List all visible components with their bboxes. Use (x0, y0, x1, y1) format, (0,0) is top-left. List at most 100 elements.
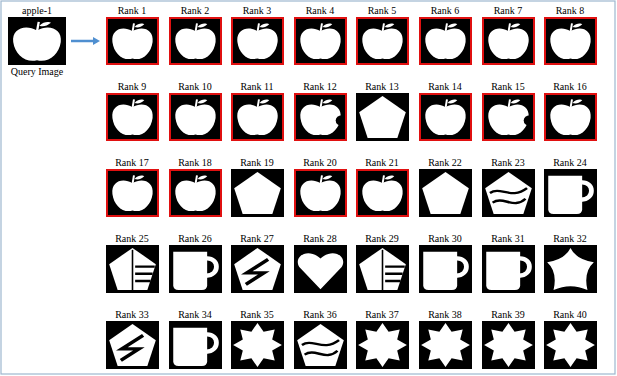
image-label: Rank 10 (178, 80, 212, 93)
thumbnail (419, 245, 472, 293)
image-label: Rank 12 (303, 80, 337, 93)
image-label: Rank 1 (118, 4, 147, 17)
ranked-result: Rank 29 (353, 232, 411, 293)
thumbnail (231, 93, 284, 141)
image-label: Rank 6 (431, 4, 460, 17)
shape-image (482, 245, 535, 293)
ranked-result: Rank 24 (541, 156, 599, 217)
shape-image (421, 19, 470, 63)
image-label: Rank 40 (553, 308, 587, 321)
shape-image (233, 19, 282, 63)
image-label: Rank 24 (553, 156, 587, 169)
thumbnail (294, 169, 347, 217)
shape-image (296, 19, 345, 63)
shape-image (108, 95, 157, 139)
ranked-result: Rank 19 (228, 156, 286, 217)
thumbnail (356, 169, 409, 217)
thumbnail (356, 245, 409, 293)
shape-image (108, 19, 157, 63)
image-label: Rank 37 (365, 308, 399, 321)
thumbnail (106, 93, 159, 141)
image-label: Rank 20 (303, 156, 337, 169)
thumbnail (544, 169, 597, 217)
arrow-connector (71, 37, 100, 45)
ranked-result: Rank 3 (228, 4, 286, 65)
thumbnail (356, 321, 409, 369)
shape-image (231, 245, 284, 293)
image-label: Rank 19 (240, 156, 274, 169)
shape-image (544, 245, 597, 293)
image-label: apple-1 (22, 4, 52, 17)
image-label: Rank 15 (491, 80, 525, 93)
ranked-result: Rank 5 (353, 4, 411, 65)
shape-image (484, 95, 533, 139)
ranked-result: Rank 21 (353, 156, 411, 217)
thumbnail (419, 169, 472, 217)
image-label: Rank 13 (365, 80, 399, 93)
ranked-result: Rank 8 (541, 4, 599, 65)
ranked-result: Rank 36 (291, 308, 349, 369)
thumbnail (169, 321, 222, 369)
ranked-result: Rank 18 (166, 156, 224, 217)
shape-image (356, 321, 409, 369)
shape-image (419, 245, 472, 293)
thumbnail (106, 321, 159, 369)
ranked-result: Rank 6 (416, 4, 474, 65)
ranked-result: Rank 37 (353, 308, 411, 369)
ranked-result: Rank 4 (291, 4, 349, 65)
ranked-result: Rank 15 (479, 80, 537, 141)
ranked-result: Rank 16 (541, 80, 599, 141)
shape-image (8, 17, 66, 65)
ranked-result: Rank 9 (103, 80, 161, 141)
ranked-result: Rank 30 (416, 232, 474, 293)
thumbnail (231, 17, 284, 65)
image-label: Rank 39 (491, 308, 525, 321)
ranked-result: Rank 39 (479, 308, 537, 369)
shape-image (419, 321, 472, 369)
image-label: Rank 9 (118, 80, 147, 93)
ranked-result: Rank 10 (166, 80, 224, 141)
thumbnail (169, 93, 222, 141)
shape-image (358, 19, 407, 63)
shape-image (231, 169, 284, 217)
shape-image (546, 19, 595, 63)
image-label: Rank 8 (556, 4, 585, 17)
image-label: Rank 26 (178, 232, 212, 245)
thumbnail (356, 17, 409, 65)
thumbnail (231, 245, 284, 293)
thumbnail (106, 169, 159, 217)
image-label: Rank 2 (181, 4, 210, 17)
ranked-result: Rank 27 (228, 232, 286, 293)
ranked-result: Rank 34 (166, 308, 224, 369)
image-label: Rank 32 (553, 232, 587, 245)
shape-image (358, 171, 407, 215)
image-label: Rank 27 (240, 232, 274, 245)
shape-image (171, 95, 220, 139)
thumbnail (544, 17, 597, 65)
image-label: Rank 7 (494, 4, 523, 17)
image-label: Rank 36 (303, 308, 337, 321)
thumbnail (419, 321, 472, 369)
ranked-result: Rank 20 (291, 156, 349, 217)
thumbnail (169, 17, 222, 65)
image-label: Rank 33 (115, 308, 149, 321)
image-label: Rank 11 (240, 80, 273, 93)
thumbnail (294, 17, 347, 65)
shape-image (231, 321, 284, 369)
image-label: Rank 25 (115, 232, 149, 245)
shape-image (544, 169, 597, 217)
ranked-result: Rank 32 (541, 232, 599, 293)
shape-image (482, 169, 535, 217)
shape-image (356, 93, 409, 141)
ranked-result: Rank 31 (479, 232, 537, 293)
image-label: Rank 17 (115, 156, 149, 169)
shape-image (294, 321, 347, 369)
image-label: Rank 14 (428, 80, 462, 93)
image-label: Rank 4 (306, 4, 335, 17)
thumbnail (294, 321, 347, 369)
ranked-result: Rank 33 (103, 308, 161, 369)
thumbnail (169, 169, 222, 217)
image-label: Rank 35 (240, 308, 274, 321)
thumbnail (482, 17, 535, 65)
